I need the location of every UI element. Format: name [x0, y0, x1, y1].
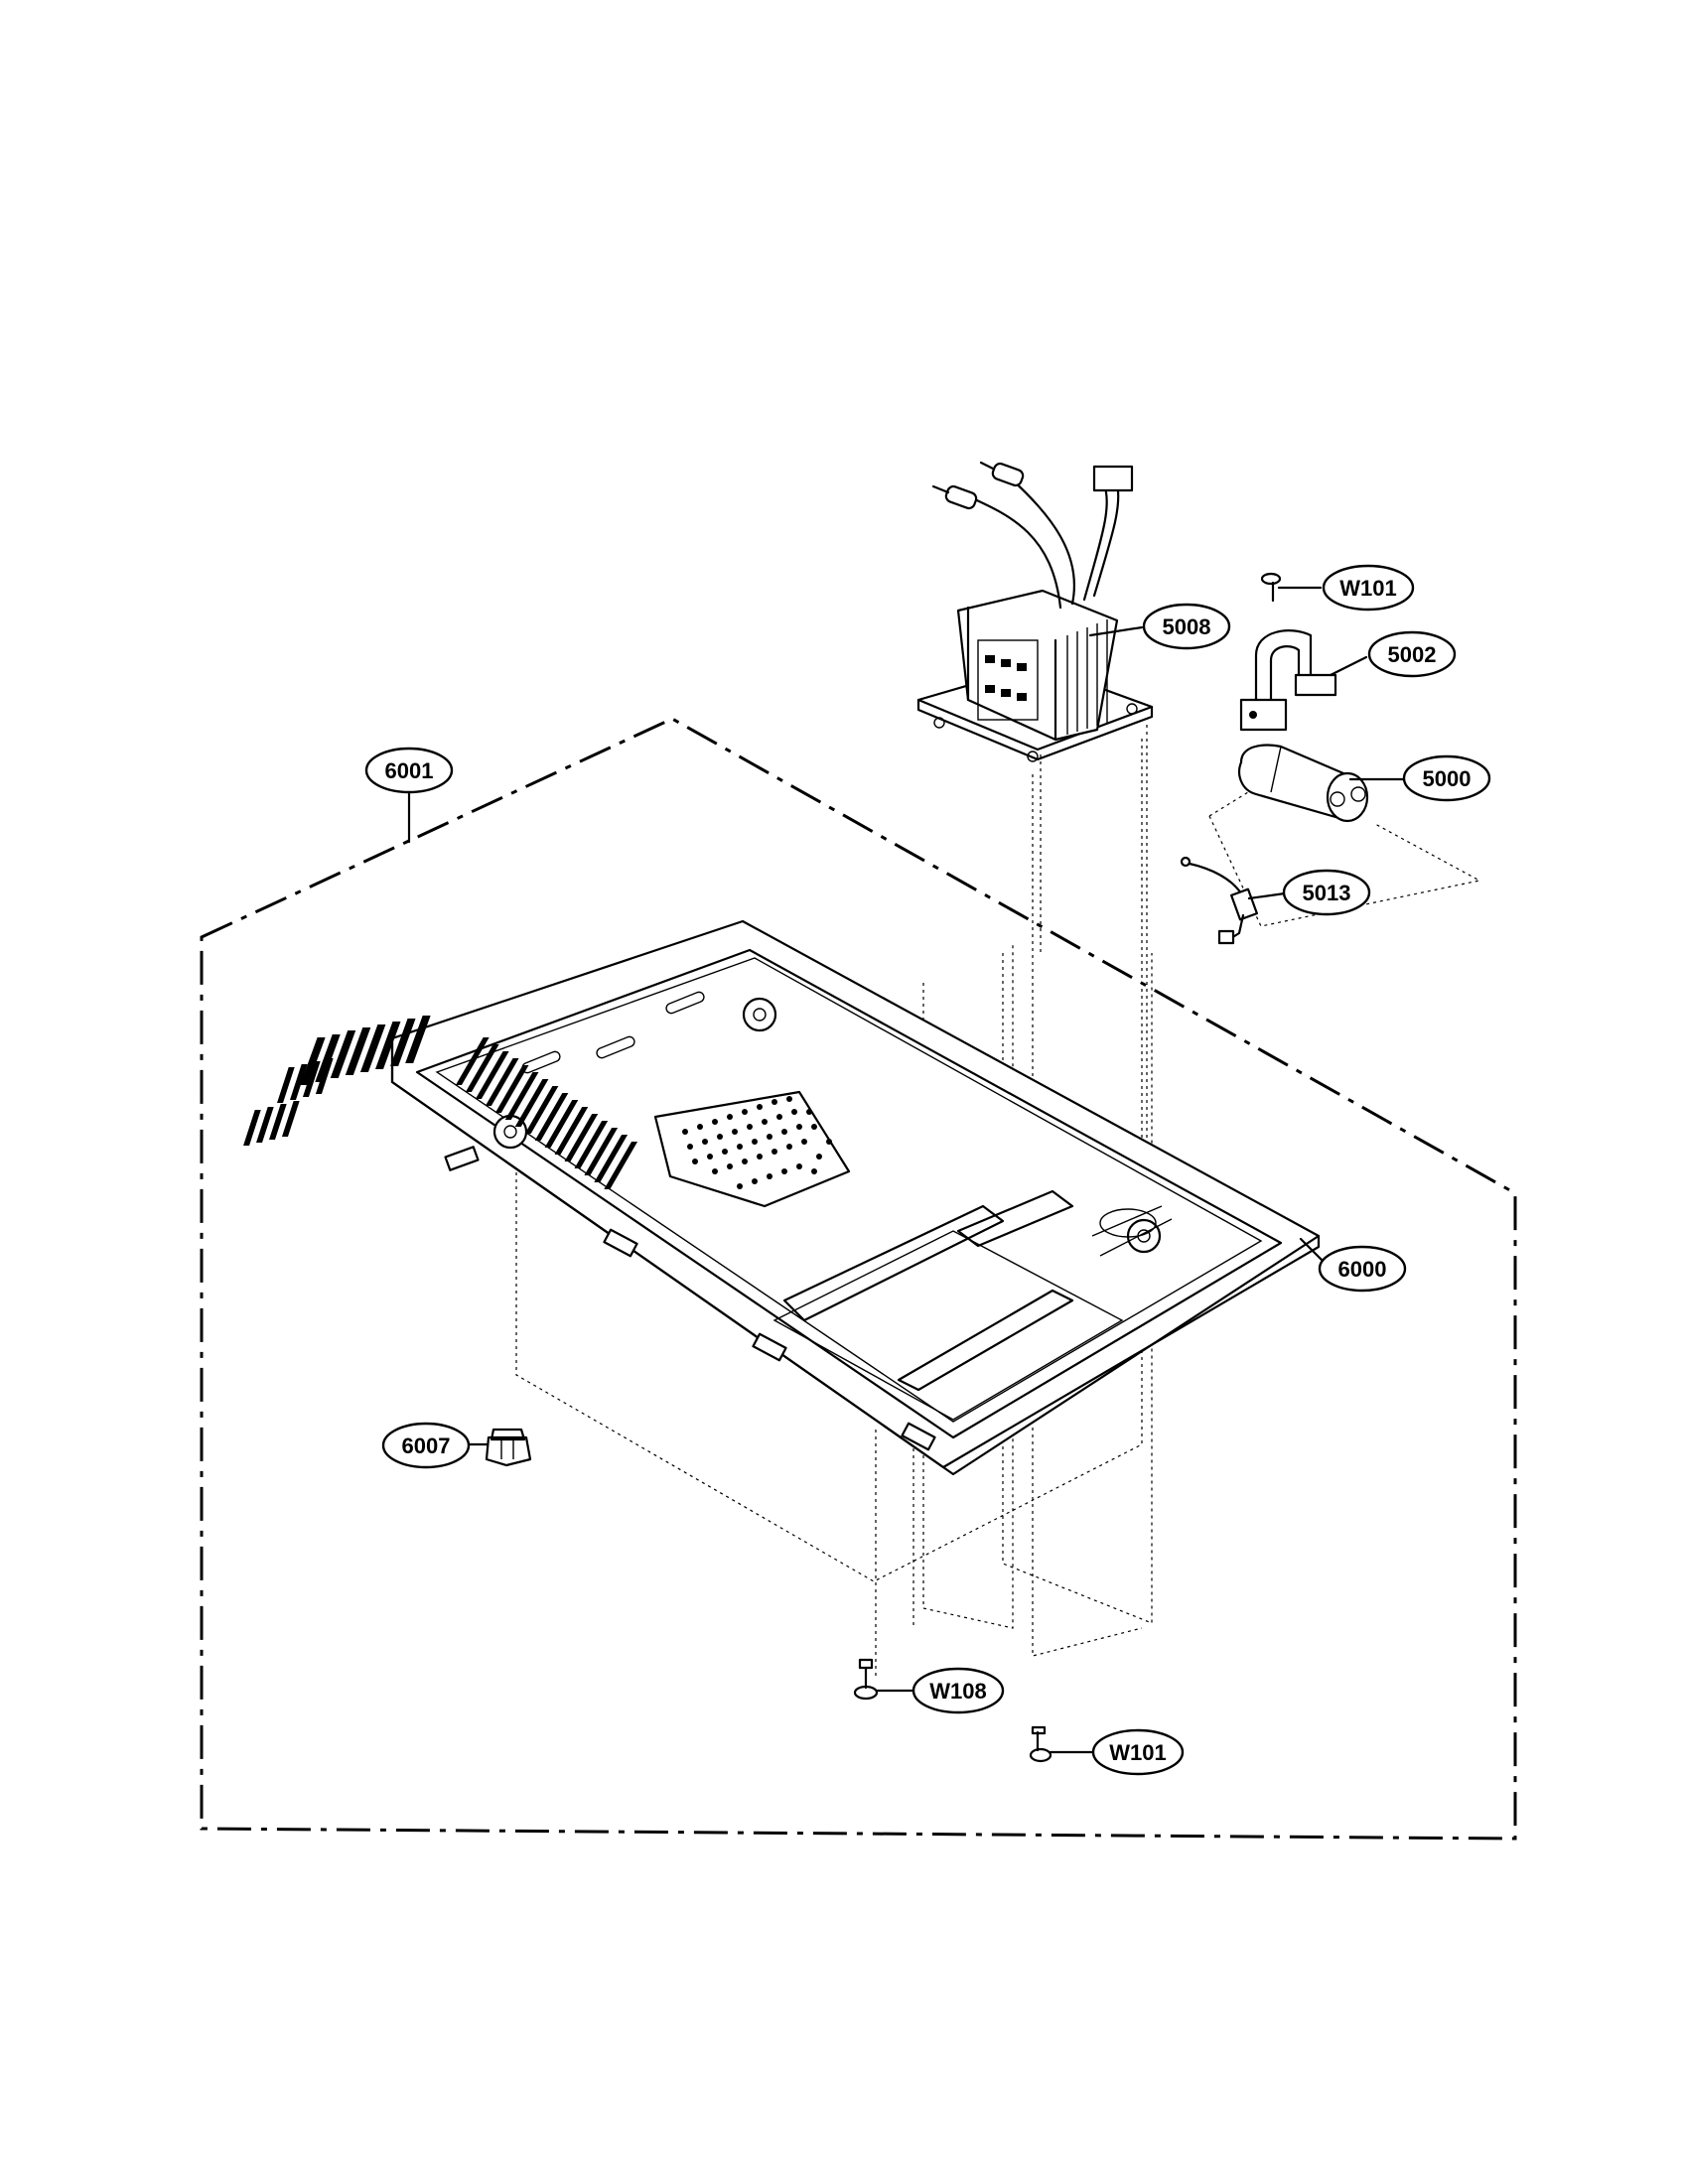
screw-w108: [853, 1658, 879, 1701]
leader-lines: [407, 586, 1405, 1754]
svg-text:5013: 5013: [1303, 881, 1351, 905]
high-voltage-capacitor: [1238, 744, 1369, 823]
callout-w108: W108: [912, 1667, 1005, 1714]
svg-text:5000: 5000: [1423, 766, 1472, 791]
svg-text:5002: 5002: [1388, 642, 1437, 667]
callout-w101-bottom: W101: [1091, 1728, 1185, 1776]
callout-5002: 5002: [1367, 630, 1457, 678]
callout-5000: 5000: [1402, 754, 1491, 802]
rubber-foot: [485, 1428, 532, 1467]
svg-text:5008: 5008: [1163, 614, 1211, 639]
callout-6000: 6000: [1318, 1245, 1407, 1293]
svg-text:6007: 6007: [402, 1433, 451, 1458]
svg-text:W108: W108: [929, 1679, 986, 1704]
high-voltage-diode: [1180, 856, 1259, 945]
callout-6007: 6007: [381, 1422, 471, 1469]
callout-w101-top: W101: [1322, 564, 1415, 612]
svg-text:6000: 6000: [1338, 1257, 1387, 1282]
base-plate: [243, 919, 1321, 1476]
screw-w101-top: [1260, 572, 1282, 603]
callout-5008: 5008: [1142, 603, 1231, 650]
screw-w101-bottom: [1029, 1725, 1052, 1763]
capacitor-bracket: [1239, 629, 1337, 732]
svg-text:6001: 6001: [385, 758, 434, 783]
svg-text:W101: W101: [1109, 1740, 1166, 1765]
high-voltage-transformer: [916, 461, 1154, 762]
assembly-boundary: [200, 717, 1517, 1841]
callout-6001: 6001: [364, 747, 454, 794]
callout-5013: 5013: [1282, 869, 1371, 916]
svg-text:W101: W101: [1339, 576, 1396, 601]
